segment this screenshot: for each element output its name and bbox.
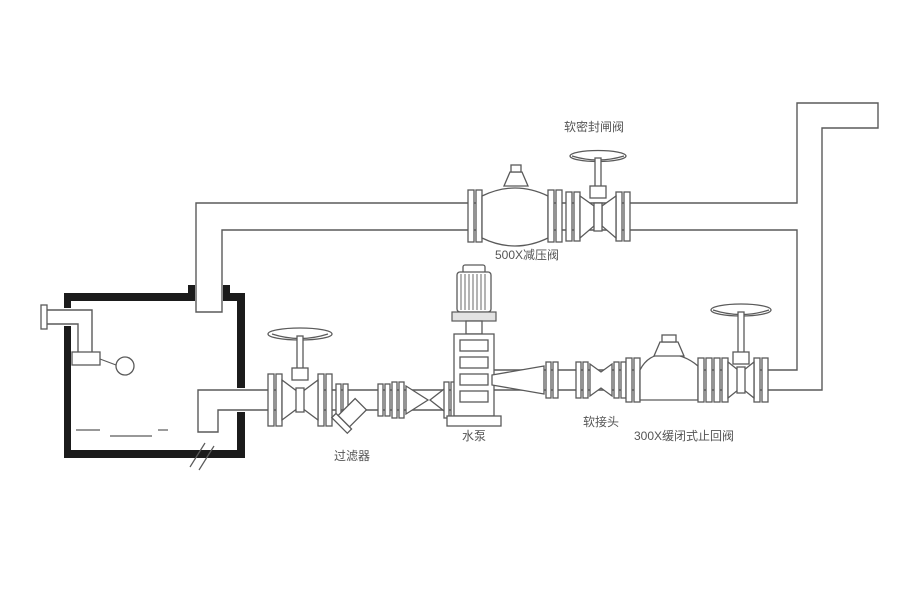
float-supply-end-flange	[40, 304, 48, 330]
valve-stem	[737, 311, 745, 355]
tank-top-wall-left	[64, 293, 190, 301]
float-valve	[40, 304, 135, 376]
vertical-multistage-pump	[446, 264, 502, 427]
float-valve-body	[71, 351, 101, 366]
valve-stem	[594, 157, 602, 189]
pump-neck	[465, 320, 483, 335]
tank-right-wall-upper	[237, 293, 245, 388]
tank-pipe-sleeve-left	[188, 285, 195, 301]
pressure-reducing-valve	[467, 164, 563, 247]
check-valve-cap	[661, 334, 677, 343]
discharge-flexible-joint	[575, 361, 627, 399]
y-strainer	[330, 383, 391, 435]
check-valve-bonnet	[653, 341, 685, 357]
pipe-break-symbol	[189, 442, 215, 471]
strainer-cap	[330, 412, 353, 435]
soft-seal-gate-valve	[565, 149, 631, 242]
label-pump: 水泵	[462, 429, 486, 443]
valve-collar	[732, 351, 750, 365]
valve-stem	[296, 335, 304, 371]
label-soft-seal-gate-valve: 软密封闸阀	[564, 119, 624, 134]
label-flexible-joint: 软接头	[583, 414, 619, 429]
tank-left-wall-upper	[64, 293, 71, 308]
check-valve-body	[639, 353, 699, 401]
pump-base	[446, 415, 502, 427]
tank-left-wall-lower	[64, 326, 71, 458]
motor-flange	[451, 311, 497, 322]
motor-hatch	[460, 274, 486, 310]
prv-cap	[510, 164, 522, 173]
water-level-marks	[76, 429, 168, 437]
valve-collar	[291, 367, 309, 381]
label-strainer: 过滤器	[334, 449, 370, 463]
suction-flexible-joint	[391, 381, 457, 419]
prv-bonnet	[503, 171, 529, 187]
discharge-gate-valve	[710, 303, 772, 403]
tank-bottom-wall	[64, 450, 245, 458]
suction-gate-valve	[267, 327, 333, 427]
tank-top-wall-right	[228, 293, 245, 301]
prv-body	[481, 187, 549, 247]
float-ball	[115, 356, 135, 376]
tank-pipe-sleeve-right	[223, 285, 230, 301]
valve-collar	[589, 185, 607, 199]
tank-right-wall-lower	[237, 412, 245, 458]
slow-closing-check-valve	[625, 334, 713, 403]
motor-body	[456, 271, 492, 313]
water-tank	[64, 285, 245, 471]
float-arm	[99, 358, 117, 366]
label-check-valve: 300X缓闭式止回阀	[634, 429, 734, 443]
label-pressure-reducing-valve: 500X减压阀	[495, 248, 559, 262]
discharge-cone	[491, 361, 559, 399]
